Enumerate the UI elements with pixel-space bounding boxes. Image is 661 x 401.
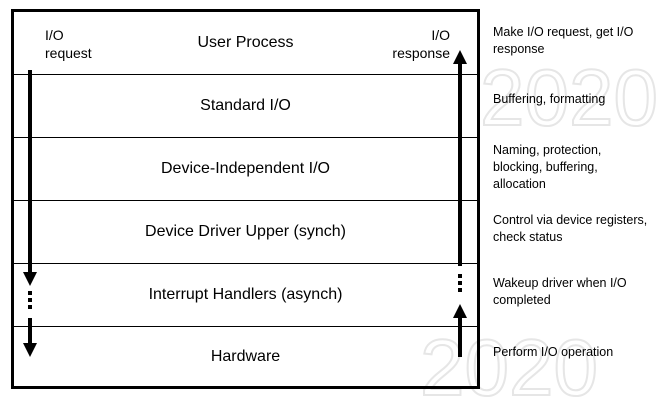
layer-label: Device Driver Upper (synch) bbox=[145, 223, 346, 240]
io-request-label: I/O request bbox=[45, 26, 92, 62]
layer-device-independent-io: Device-Independent I/O bbox=[14, 137, 477, 200]
layer-interrupt-handlers: Interrupt Handlers (asynch) bbox=[14, 263, 477, 326]
response-arrow bbox=[453, 50, 467, 357]
io-layer-stack: User Process Standard I/O Device-Indepen… bbox=[11, 9, 480, 389]
note-user-process: Make I/O request, get I/O response bbox=[493, 25, 634, 56]
layer-label: Standard I/O bbox=[200, 97, 291, 114]
note-interrupt-handlers: Wakeup driver when I/O completed bbox=[493, 276, 627, 307]
io-response-label-line1: I/O bbox=[431, 27, 450, 43]
layer-label: Device-Independent I/O bbox=[161, 160, 330, 177]
note-device-independent-io: Naming, protection, blocking, buffering,… bbox=[493, 143, 602, 191]
note-hardware: Perform I/O operation bbox=[493, 345, 614, 359]
layer-device-driver-upper: Device Driver Upper (synch) bbox=[14, 200, 477, 263]
io-request-label-line2: request bbox=[45, 45, 92, 61]
io-response-label: I/O response bbox=[386, 26, 450, 62]
layer-hardware: Hardware bbox=[14, 326, 477, 386]
note-device-driver-upper: Control via device registers, check stat… bbox=[493, 213, 648, 244]
layer-user-process: User Process bbox=[14, 12, 477, 74]
layer-label: User Process bbox=[197, 34, 294, 51]
io-request-label-line1: I/O bbox=[45, 27, 64, 43]
io-response-label-line2: response bbox=[392, 45, 450, 61]
request-arrow bbox=[23, 70, 37, 357]
layer-label: Interrupt Handlers (asynch) bbox=[148, 286, 343, 303]
layer-label: Hardware bbox=[210, 347, 281, 365]
layer-standard-io: Standard I/O bbox=[14, 74, 477, 137]
note-standard-io: Buffering, formatting bbox=[493, 92, 606, 106]
